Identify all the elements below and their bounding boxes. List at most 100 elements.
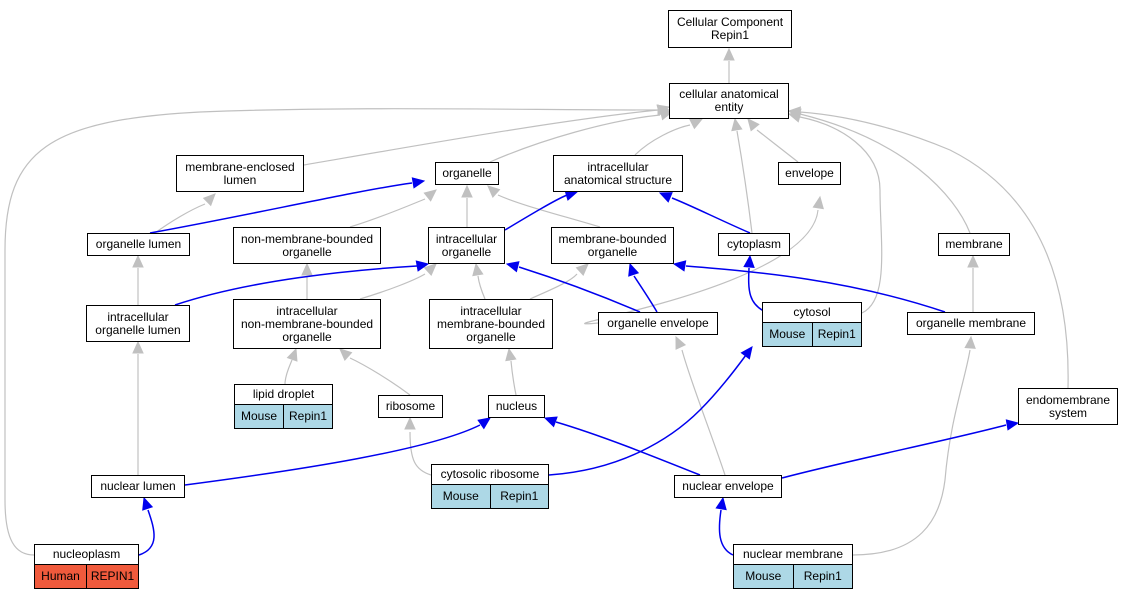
node-non-membrane-bounded-organelle[interactable]: non-membrane-bounded organelle xyxy=(233,227,381,264)
node-label: intracellular anatomical structure xyxy=(563,159,673,187)
node-intracellular-membrane-bounded-organelle[interactable]: intracellular membrane-bounded organelle xyxy=(429,299,553,349)
node-intracellular-organelle-lumen[interactable]: intracellular organelle lumen xyxy=(86,305,190,342)
node-nucleus[interactable]: nucleus xyxy=(488,395,545,418)
node-intracellular-anatomical-structure[interactable]: intracellular anatomical structure xyxy=(553,155,683,192)
edge-env-cae-line xyxy=(756,129,799,163)
edge-nmbo-org-arrowhead xyxy=(423,189,437,202)
node-label: nucleoplasm xyxy=(52,547,121,561)
edge-oe-mbo xyxy=(628,262,658,313)
edge-iol-ol xyxy=(132,254,144,305)
edge-mem-cae-line xyxy=(799,113,971,234)
node-label: organelle membrane xyxy=(915,316,1027,330)
edge-nucleoplasm-cae-line xyxy=(4,108,658,556)
edge-oe-mbo-line xyxy=(633,275,658,313)
node-organelle-envelope[interactable]: organelle envelope xyxy=(598,312,718,335)
edge-om-mbo xyxy=(672,260,946,313)
edge-nl-iol xyxy=(132,340,144,475)
annotation-gene[interactable]: Repin1 xyxy=(792,565,852,588)
annotation-species[interactable]: Mouse xyxy=(432,485,490,508)
node-cytosol[interactable]: cytosol Mouse Repin1 xyxy=(762,302,862,347)
node-organelle[interactable]: organelle xyxy=(435,162,499,185)
edge-ol-mel xyxy=(154,193,216,234)
edge-ias-cae xyxy=(634,118,704,156)
edge-nuc-imbo xyxy=(505,347,517,396)
node-cellular-component[interactable]: Cellular Component Repin1 xyxy=(668,10,792,48)
edge-inmbo-nmbo-arrowhead xyxy=(301,262,313,276)
edge-ias-cae-line xyxy=(634,124,691,156)
node-nuclear-lumen[interactable]: nuclear lumen xyxy=(91,475,185,498)
edge-rib-inmbo-arrowhead xyxy=(339,348,353,361)
node-endomembrane-system[interactable]: endomembrane system xyxy=(1018,388,1118,425)
node-membrane-bounded-organelle[interactable]: membrane-bounded organelle xyxy=(551,227,674,264)
edge-ol-org-line xyxy=(149,182,413,234)
node-label: organelle lumen xyxy=(95,237,182,251)
edge-inmbo-io-line xyxy=(359,273,426,300)
edge-nm-ne-line xyxy=(718,509,734,556)
node-label: cytosolic ribosome xyxy=(440,467,540,481)
annotation-species[interactable]: Mouse xyxy=(763,323,812,346)
annotation-gene[interactable]: Repin1 xyxy=(811,323,861,346)
annotation-gene[interactable]: Repin1 xyxy=(489,485,548,508)
edge-env-cae xyxy=(747,118,799,163)
edge-imbo-mbo-line xyxy=(529,273,578,300)
edge-np-nl-arrowhead xyxy=(142,496,154,511)
node-cytosolic-ribosome[interactable]: cytosolic ribosome Mouse Repin1 xyxy=(431,464,549,509)
node-nuclear-membrane[interactable]: nuclear membrane Mouse Repin1 xyxy=(733,544,853,589)
node-cytoplasm[interactable]: cytoplasm xyxy=(718,233,790,256)
edge-nm-ne xyxy=(715,496,734,556)
edge-cyt-cae xyxy=(731,117,753,234)
node-nuclear-envelope[interactable]: nuclear envelope xyxy=(674,475,782,498)
node-envelope[interactable]: envelope xyxy=(778,162,841,185)
annotation-gene[interactable]: REPIN1 xyxy=(86,565,138,588)
node-nucleoplasm[interactable]: nucleoplasm Human REPIN1 xyxy=(34,544,139,589)
node-label: lipid droplet xyxy=(252,387,315,401)
node-intracellular-non-membrane-bounded-organelle[interactable]: intracellular non-membrane-bounded organ… xyxy=(233,299,381,349)
edge-cr-rib-line xyxy=(409,431,432,476)
node-organelle-membrane[interactable]: organelle membrane xyxy=(907,312,1035,335)
annotation-gene[interactable]: Repin1 xyxy=(283,405,332,428)
edge-oe-env-arrowhead xyxy=(812,195,824,210)
edge-ld-inmbo-line xyxy=(284,359,293,385)
edge-cyt-cae-line xyxy=(736,130,753,234)
edge-nl-nuc xyxy=(184,417,491,486)
edge-endo-cae-line xyxy=(799,111,1069,389)
edge-ol-org-arrowhead xyxy=(411,177,426,189)
edge-io-org-arrowhead xyxy=(461,184,473,198)
node-membrane-enclosed-lumen[interactable]: membrane-enclosed lumen xyxy=(176,155,304,192)
edge-cyt-ias xyxy=(658,192,751,234)
edge-nm-om xyxy=(852,335,976,556)
annotation-row: Mouse Repin1 xyxy=(763,322,861,346)
edge-ne-oe-arrowhead xyxy=(675,335,687,350)
node-membrane[interactable]: membrane xyxy=(938,233,1010,256)
edge-ne-oe xyxy=(675,335,726,476)
edge-iol-io-line xyxy=(174,265,418,306)
node-cellular-anatomical-entity[interactable]: cellular anatomical entity xyxy=(669,83,789,119)
edge-ne-nuc-arrowhead xyxy=(543,416,558,428)
edge-cae-ccr-arrowhead xyxy=(723,47,735,61)
node-label: cellular anatomical entity xyxy=(679,87,779,114)
node-label: membrane xyxy=(945,237,1003,251)
node-lipid-droplet[interactable]: lipid droplet Mouse Repin1 xyxy=(234,384,333,429)
edge-oe-env-line xyxy=(584,209,819,325)
annotation-species[interactable]: Mouse xyxy=(734,565,793,588)
edge-ol-mel-arrowhead xyxy=(202,193,216,207)
node-ribosome[interactable]: ribosome xyxy=(378,395,443,418)
edge-om-mbo-line xyxy=(685,265,946,313)
edge-nl-nuc-arrowhead xyxy=(477,417,491,430)
annotation-species[interactable]: Human xyxy=(35,565,86,588)
edge-nucleoplasm-cae-arrowhead xyxy=(657,104,671,116)
edge-rib-inmbo xyxy=(339,348,411,396)
edge-inmbo-nmbo xyxy=(301,262,313,299)
edge-inmbo-io-arrowhead xyxy=(423,263,437,277)
node-label: ribosome xyxy=(385,399,436,413)
edge-oe-mbo-arrowhead xyxy=(628,262,640,277)
node-organelle-lumen[interactable]: organelle lumen xyxy=(87,233,190,256)
annotation-species[interactable]: Mouse xyxy=(235,405,283,428)
node-label: intracellular organelle xyxy=(435,231,498,259)
edge-io-org xyxy=(461,184,473,227)
edge-oe-io-arrowhead xyxy=(505,261,520,273)
node-label: nuclear envelope xyxy=(682,479,774,493)
node-intracellular-organelle[interactable]: intracellular organelle xyxy=(428,227,505,264)
